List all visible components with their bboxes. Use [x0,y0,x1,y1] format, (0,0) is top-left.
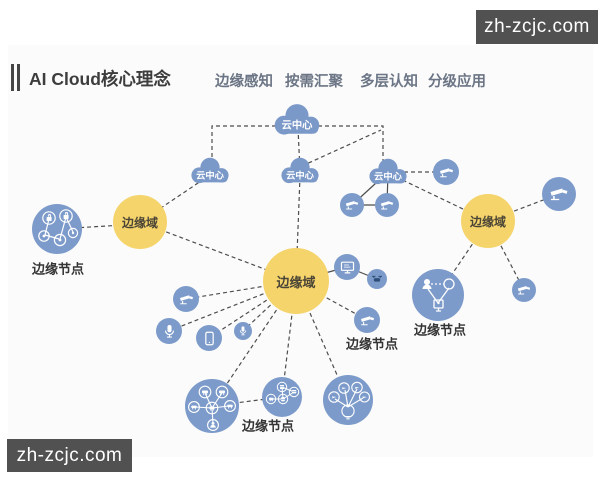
cloud-center-right: 云中心 [369,158,407,185]
edge-node-label: 边缘节点 [413,322,467,338]
cctv-camera-icon [380,201,394,210]
camera-node [173,286,199,312]
camera-node [433,159,459,185]
edge-node-cluster-bulb [323,375,373,425]
edge-domain-center: 边缘域 [263,248,329,314]
camera-node [542,177,576,211]
cctv-camera-icon [517,286,531,295]
drone-icon [372,275,382,282]
edge-node-label: 边缘节点 [241,418,295,434]
cloud-label: 云中心 [282,119,314,132]
concept-multilayer-cognition: 多层认知 [360,74,418,90]
vehicle-network-icon [188,385,236,431]
cloud-label: 云中心 [374,171,403,182]
person-terminal-icon [422,278,455,312]
edge-node-cluster-storage [262,377,302,417]
cloud-center-middle: 云中心 [281,157,319,184]
cctv-camera-icon [360,315,374,325]
edge-node-label: 边缘节点 [31,261,85,277]
edge-domain-label: 边缘域 [121,215,158,230]
edge-node-label: 边缘节点 [345,336,399,352]
camera-node [340,193,364,217]
cctv-camera-icon [345,201,359,210]
tablet-node [196,325,222,351]
edge-domain-label: 边缘域 [469,214,506,229]
title-bars-icon [11,64,22,96]
drone-node [367,269,387,289]
camera-node [354,307,380,333]
watermark-text: zh-zcjc.com [16,444,123,466]
watermark-top-right: zh-zcjc.com [476,10,598,44]
edge-domain-label: 边缘域 [276,274,316,290]
concept-edge-perception: 边缘感知 [215,74,273,90]
microphone-icon [164,324,174,338]
concept-on-demand-aggregation: 按需汇聚 [285,74,343,90]
microphone-node [156,318,182,344]
edge-node-cluster-locks [32,204,82,254]
watermark-text: zh-zcjc.com [484,16,590,37]
microphone-node [234,322,252,340]
monitor-node [334,254,360,280]
monitor-icon [340,261,354,273]
bulb-network-icon [328,381,371,420]
camera-node [375,193,399,217]
page-title: AI Cloud核心理念 [29,69,171,89]
edge-node-cluster-person [412,269,464,321]
edge-domain-right: 边缘域 [461,194,515,248]
cloud-label: 云中心 [196,170,225,181]
watermark-bottom-left: zh-zcjc.com [7,439,132,472]
cctv-camera-icon [179,294,193,304]
cloud-center-left: 云中心 [191,157,229,184]
cctv-camera-icon [439,167,453,177]
edge-node-cluster-vehicles [185,379,239,433]
cloud-label: 云中心 [286,170,315,181]
cloud-center-top: 云中心 [274,104,320,135]
storage-network-icon [265,381,300,405]
cctv-camera-icon [550,188,568,201]
concept-tiered-application: 分级应用 [428,74,486,90]
microphone-icon [239,326,247,336]
tablet-icon [204,331,214,345]
camera-node [512,278,536,302]
edge-domain-left: 边缘域 [113,195,167,249]
lock-network-icon [38,209,79,247]
